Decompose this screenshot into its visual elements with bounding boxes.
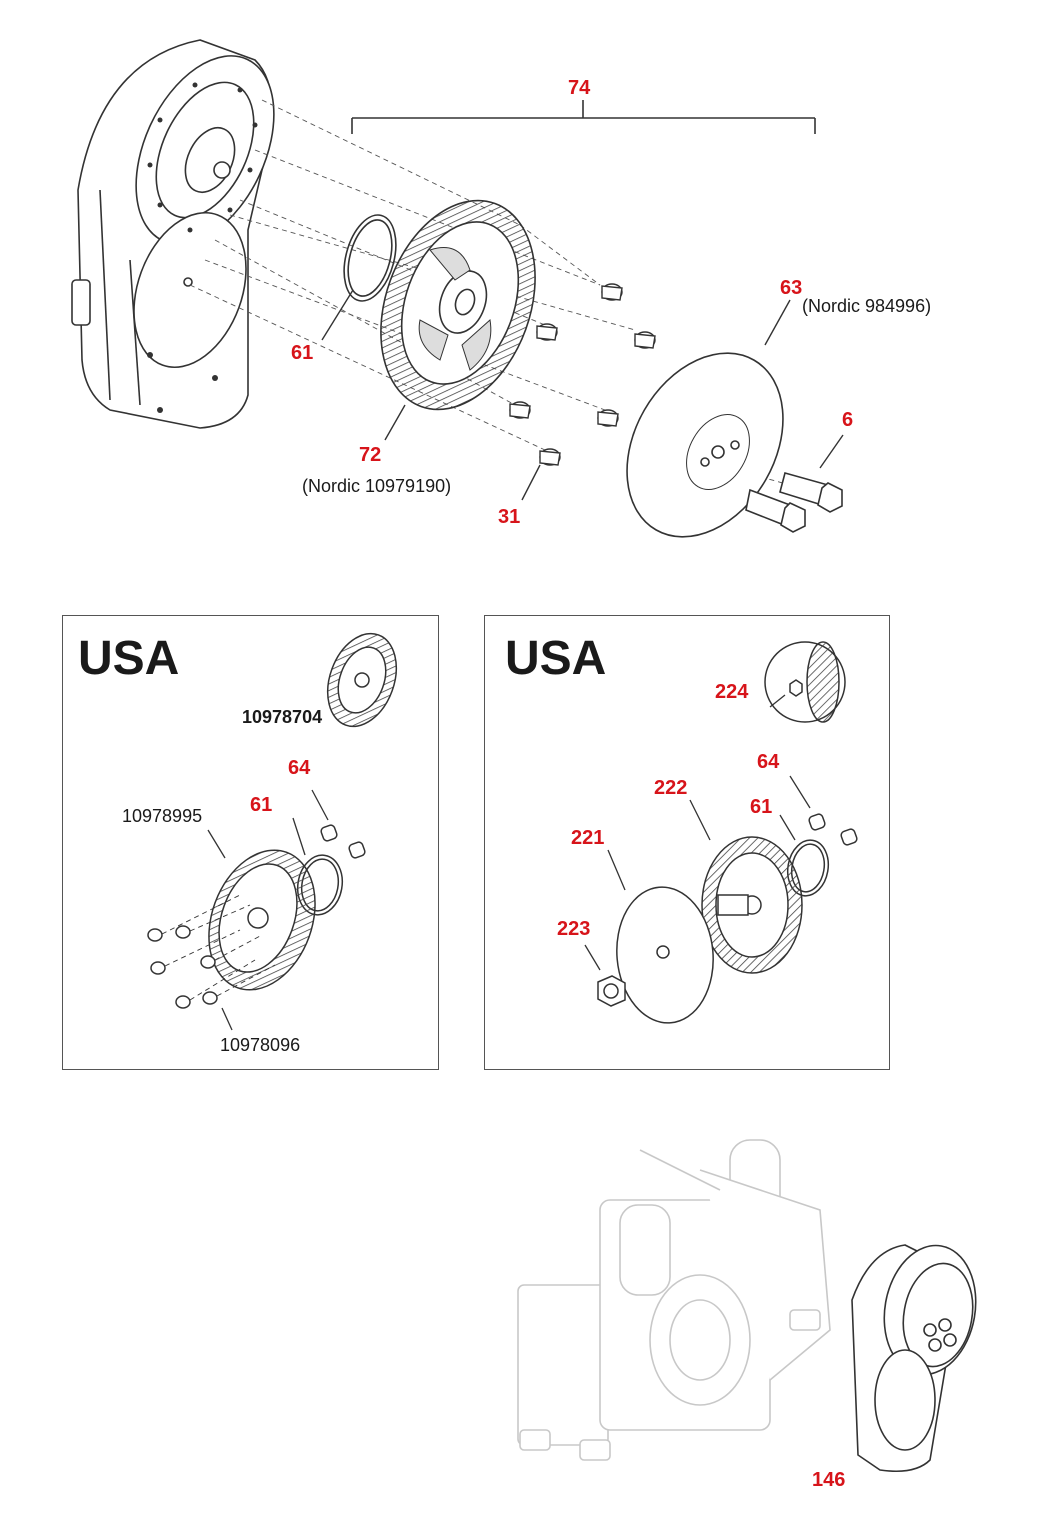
housing-bolt-holes: [147, 82, 258, 413]
hex-bolts-6: [745, 472, 843, 533]
usa-left-box: [62, 615, 439, 1070]
bracket-74: [351, 100, 816, 134]
part-number-10978995: 10978995: [122, 806, 203, 826]
callout-64-left: 64: [288, 757, 311, 779]
o-ring-top: [343, 214, 397, 302]
note-nordic-984996: (Nordic 984996): [802, 296, 932, 316]
callout-61-top: 61: [291, 342, 314, 364]
callout-221: 221: [571, 827, 605, 849]
leader-lines-top: [321, 289, 844, 501]
usa-right-box: [484, 615, 890, 1070]
callout-223: 223: [557, 918, 591, 940]
gearbox-housing: [71, 39, 275, 429]
callout-61-right: 61: [750, 796, 773, 818]
note-nordic-10979190: (Nordic 10979190): [302, 476, 452, 496]
coupling-disc-top: [380, 199, 536, 411]
part-number-10978704: 10978704: [242, 707, 323, 727]
callout-31: 31: [498, 506, 521, 528]
callout-64-right: 64: [757, 751, 780, 773]
pump-frame-faded: [517, 1139, 831, 1461]
callout-61-left: 61: [250, 794, 273, 816]
usa-right-heading: USA: [505, 632, 607, 685]
part-number-10978096: 10978096: [220, 1035, 301, 1055]
usa-right-drawing: [584, 641, 858, 1024]
callout-6: 6: [842, 409, 854, 431]
callout-224: 224: [715, 681, 749, 703]
flange-disc-63: [626, 352, 784, 538]
usa-left-heading: USA: [78, 632, 180, 685]
callout-72: 72: [359, 444, 382, 466]
callout-63: 63: [780, 277, 803, 299]
callout-146: 146: [812, 1469, 846, 1491]
usa-left-drawing: [147, 632, 398, 1031]
callout-222: 222: [654, 777, 688, 799]
gearbox-housing-bottom: [851, 1244, 977, 1473]
screws-31: [509, 283, 656, 466]
callout-74: 74: [568, 77, 591, 99]
